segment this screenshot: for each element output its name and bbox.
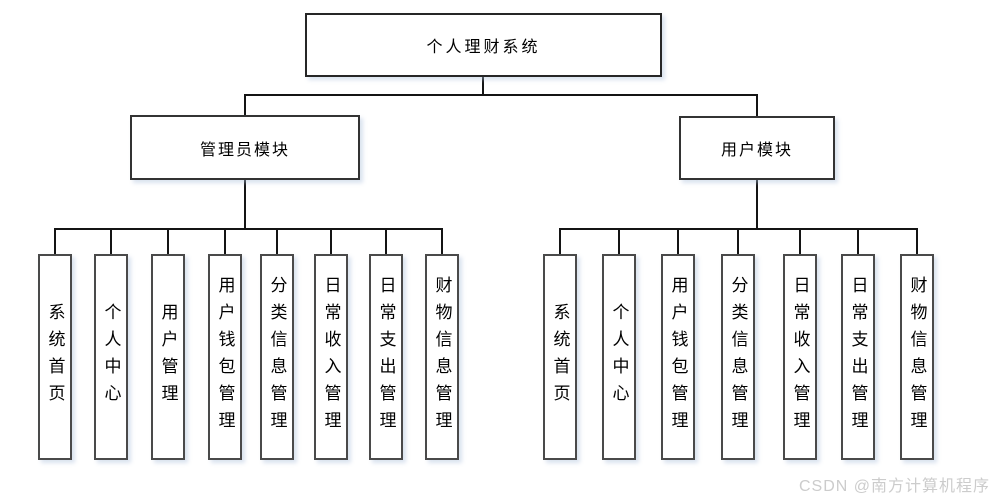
node-user-leaf: 日常支出管理 — [841, 254, 875, 460]
node-user-module: 用户模块 — [679, 116, 835, 180]
connector-user-down — [756, 179, 758, 229]
node-admin-leaf: 分类信息管理 — [260, 254, 294, 460]
connector-admin-leaf-drop — [330, 228, 332, 255]
node-admin-leaf: 财物信息管理 — [425, 254, 459, 460]
connector-admin-leaf-drop — [54, 228, 56, 255]
node-admin-leaf: 个人中心 — [94, 254, 128, 460]
connector-admin-leaf-drop — [441, 228, 443, 255]
node-admin-leaf: 用户钱包管理 — [208, 254, 242, 460]
connector-user-leaf-drop — [916, 228, 918, 255]
connector-admin-bus — [54, 228, 443, 230]
node-admin-module: 管理员模块 — [130, 115, 360, 180]
node-user-leaf: 系统首页 — [543, 254, 577, 460]
connector-admin-leaf-drop — [276, 228, 278, 255]
connector-level1-bus — [244, 94, 758, 96]
connector-root-drop — [482, 76, 484, 95]
node-user-leaf: 日常收入管理 — [783, 254, 817, 460]
connector-admin-leaf-drop — [167, 228, 169, 255]
connector-admin-module-drop — [244, 94, 246, 116]
node-admin-leaf: 系统首页 — [38, 254, 72, 460]
connector-user-leaf-drop — [559, 228, 561, 255]
connector-admin-leaf-drop — [110, 228, 112, 255]
node-user-leaf: 分类信息管理 — [721, 254, 755, 460]
connector-user-leaf-drop — [799, 228, 801, 255]
csdn-watermark: CSDN @南方计算机程序 — [798, 478, 990, 495]
node-admin-leaf: 日常支出管理 — [369, 254, 403, 460]
connector-user-leaf-drop — [677, 228, 679, 255]
connector-admin-leaf-drop — [224, 228, 226, 255]
node-admin-leaf: 日常收入管理 — [314, 254, 348, 460]
connector-admin-down — [244, 179, 246, 229]
connector-user-module-drop — [756, 94, 758, 117]
node-user-leaf: 用户钱包管理 — [661, 254, 695, 460]
node-user-leaf: 财物信息管理 — [900, 254, 934, 460]
connector-user-leaf-drop — [737, 228, 739, 255]
node-root: 个人理财系统 — [305, 13, 662, 77]
node-admin-leaf: 用户管理 — [151, 254, 185, 460]
connector-admin-leaf-drop — [385, 228, 387, 255]
node-user-leaf: 个人中心 — [602, 254, 636, 460]
connector-user-leaf-drop — [618, 228, 620, 255]
connector-user-leaf-drop — [857, 228, 859, 255]
